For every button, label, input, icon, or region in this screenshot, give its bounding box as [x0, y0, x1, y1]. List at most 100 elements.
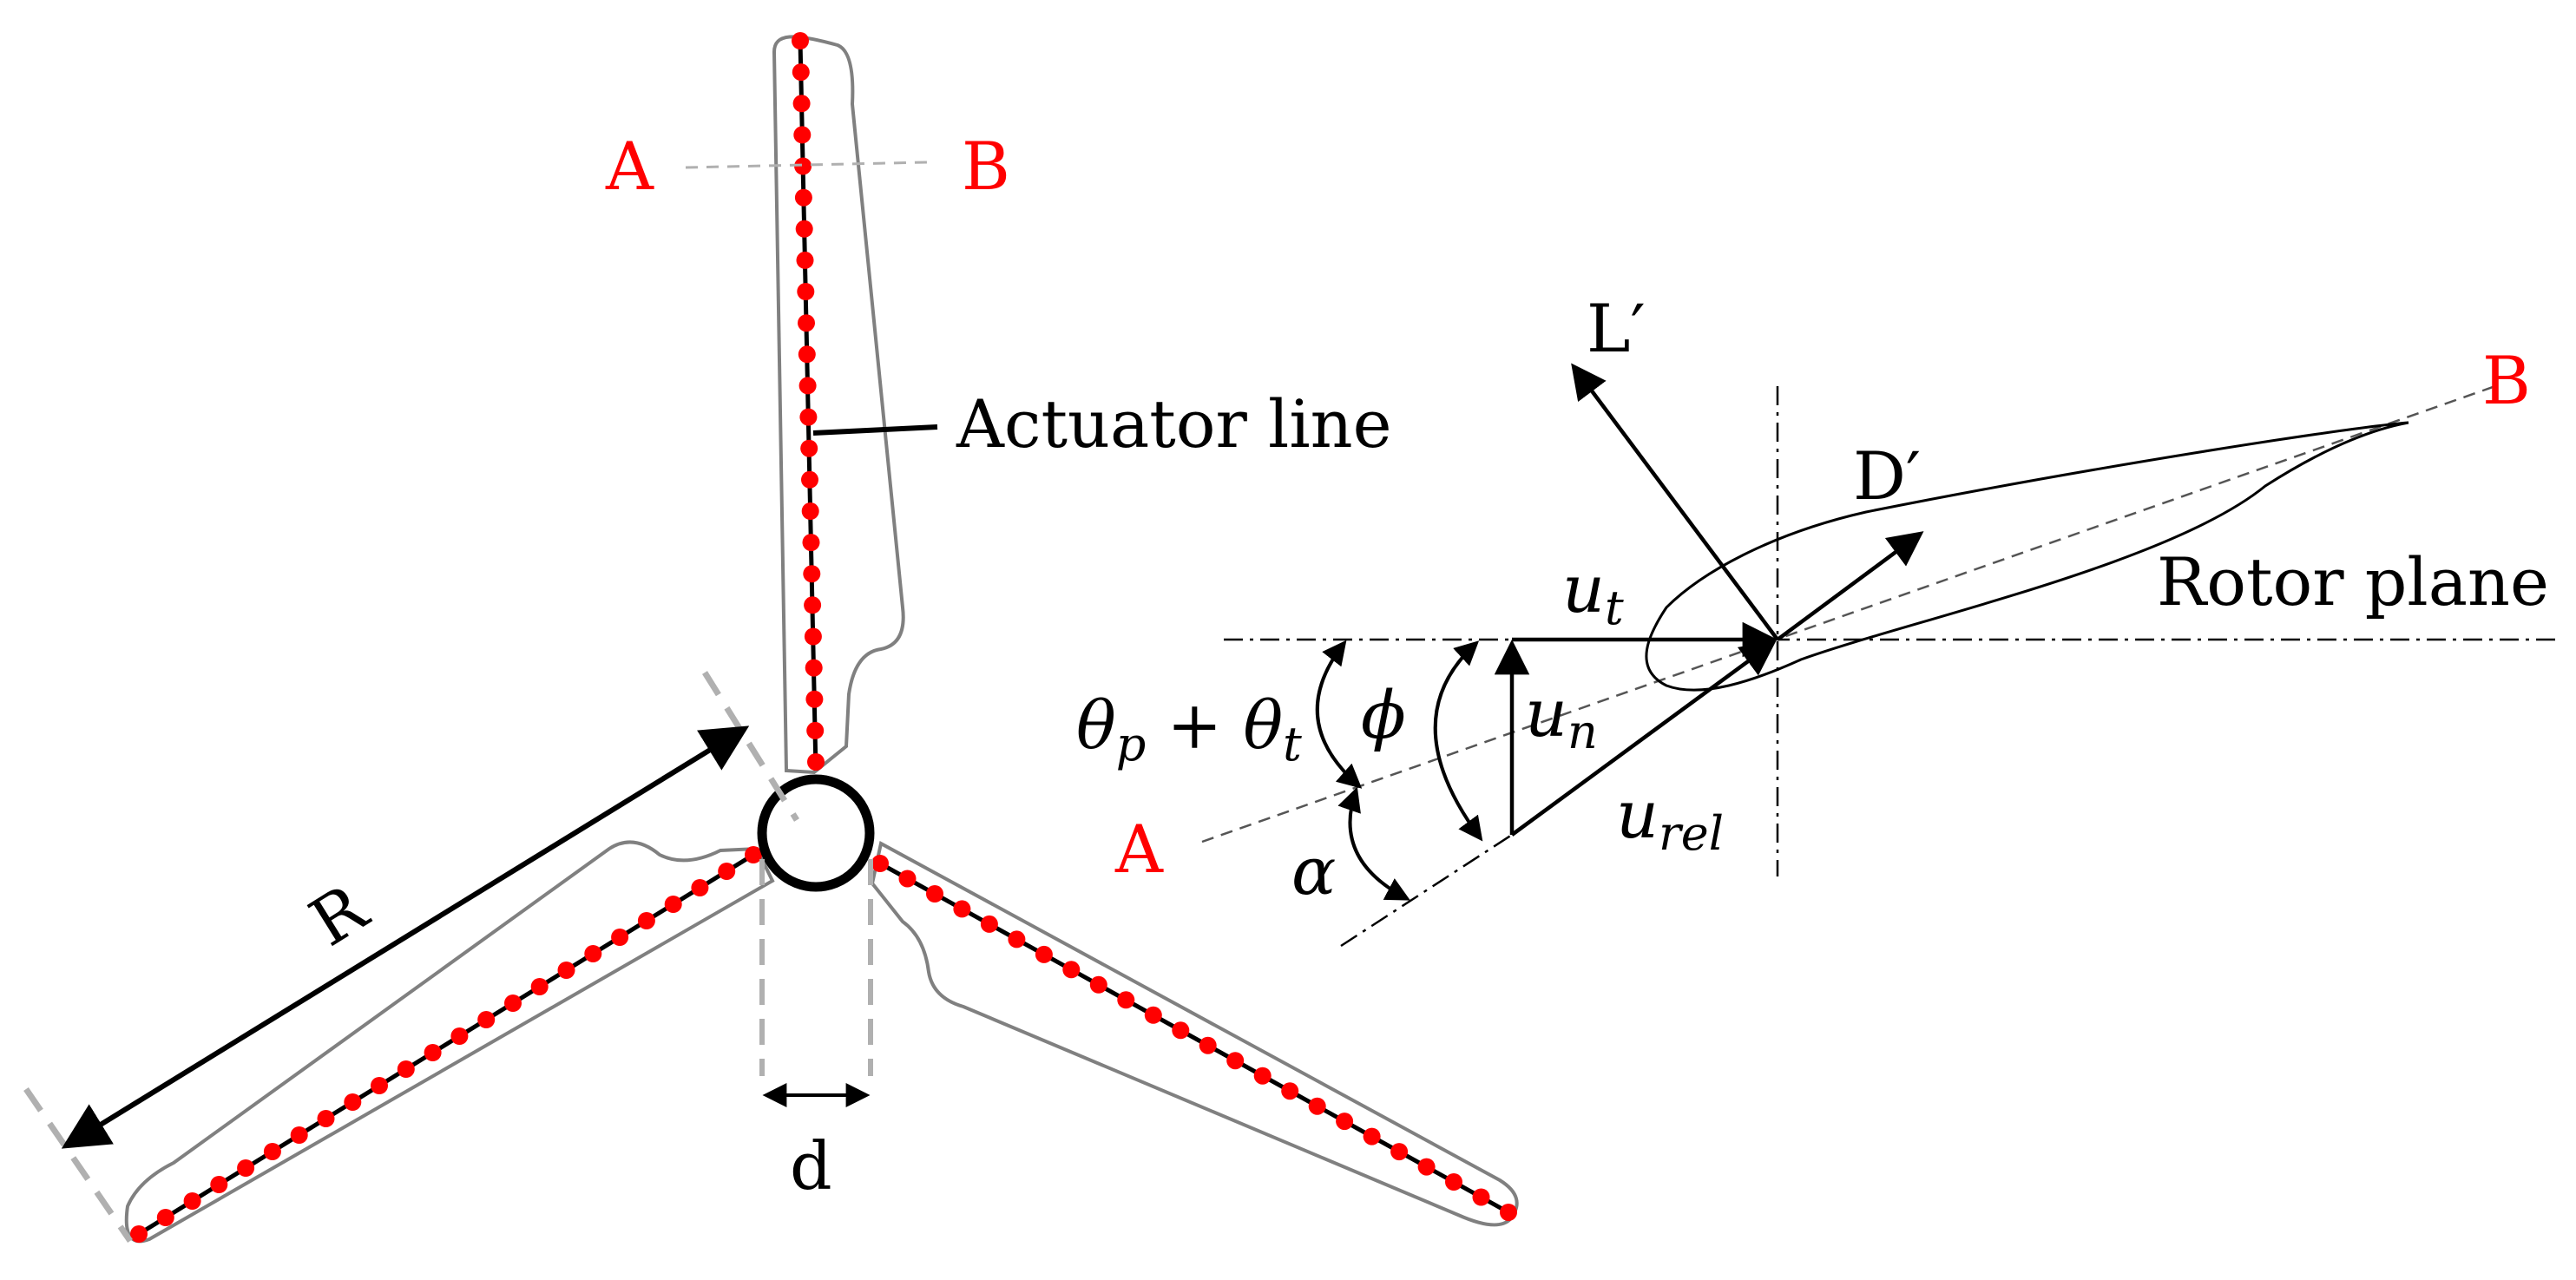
actuator-points-top	[792, 32, 825, 771]
actuator-point	[397, 1060, 415, 1078]
actuator-points-right	[871, 855, 1517, 1221]
radius-extension-hub	[702, 671, 799, 822]
actuator-point	[792, 95, 811, 113]
actuator-point	[1199, 1036, 1217, 1054]
actuator-point	[1500, 1204, 1517, 1221]
actuator-point	[156, 1209, 174, 1226]
hub-diameter-label: d	[790, 1127, 832, 1205]
actuator-point	[1117, 991, 1135, 1009]
actuator-point	[793, 126, 812, 144]
actuator-point	[798, 377, 817, 395]
drag-arrow	[1776, 531, 1924, 641]
actuator-point	[344, 1093, 362, 1111]
actuator-point	[530, 978, 549, 995]
blade-outline-right	[870, 840, 1519, 1227]
alpha-label: α	[1291, 832, 1336, 909]
actuator-point	[317, 1110, 335, 1127]
actuator-point	[802, 534, 820, 552]
section-label-b: B	[2482, 342, 2531, 419]
actuator-point	[1390, 1143, 1409, 1161]
actuator-point	[871, 855, 889, 872]
actuator-point	[237, 1159, 255, 1177]
actuator-point	[1308, 1097, 1326, 1115]
actuator-point	[792, 32, 809, 49]
actuator-point	[183, 1192, 201, 1210]
actuator-point	[1445, 1173, 1462, 1191]
actuator-point	[1008, 930, 1026, 949]
actuator-point	[1281, 1082, 1299, 1100]
pitch-twist-arc	[1315, 640, 1363, 789]
actuator-point	[1089, 975, 1107, 994]
phi-label: ϕ	[1361, 676, 1406, 753]
u-t-label: ut	[1562, 550, 1624, 635]
actuator-point	[804, 627, 822, 646]
actuator-point	[803, 565, 821, 583]
actuator-point	[1336, 1113, 1354, 1131]
airfoil-section: Rotor plane A B L′ D′ ut un urel ϕ θp + …	[1076, 290, 2556, 948]
actuator-line-label: Actuator line	[956, 385, 1392, 463]
actuator-point	[798, 314, 815, 332]
actuator-point	[504, 994, 522, 1012]
u-rel-label: urel	[1616, 776, 1724, 861]
actuator-point	[797, 283, 815, 300]
rotor-plane-label: Rotor plane	[2157, 543, 2549, 620]
actuator-point	[450, 1027, 469, 1045]
section-label-a-top: A	[605, 128, 654, 205]
blade-outline-top	[772, 35, 905, 775]
lift-arrow	[1571, 363, 1779, 641]
drag-label: D′	[1853, 437, 1921, 515]
actuator-line-pointer	[812, 424, 938, 436]
inflow-direction-line	[1340, 833, 1513, 948]
chord-line	[1201, 384, 2496, 843]
actuator-point	[805, 690, 824, 708]
actuator-point	[804, 596, 822, 614]
actuator-point	[807, 753, 825, 771]
actuator-point	[1226, 1052, 1245, 1070]
actuator-point	[953, 900, 971, 918]
actuator-point	[794, 157, 812, 175]
section-label-a: A	[1114, 811, 1164, 888]
actuator-point	[1363, 1127, 1381, 1145]
u-n-label: un	[1525, 674, 1598, 759]
alpha-arc	[1337, 786, 1410, 901]
lift-label: L′	[1587, 290, 1646, 367]
actuator-point	[795, 220, 813, 238]
radius-arrow	[61, 725, 750, 1149]
actuator-point	[801, 470, 818, 489]
radius-extension-tip	[23, 1087, 133, 1243]
u-rel-arrow	[1510, 640, 1777, 837]
actuator-point	[371, 1077, 388, 1094]
actuator-point	[477, 1011, 496, 1028]
actuator-point	[796, 251, 814, 269]
actuator-line-right	[878, 861, 1510, 1215]
actuator-point	[263, 1143, 281, 1160]
actuator-point	[794, 188, 812, 207]
actuator-point	[792, 63, 810, 82]
actuator-point	[290, 1126, 308, 1144]
actuator-point	[1062, 961, 1081, 979]
actuator-point	[637, 912, 655, 929]
actuator-point	[584, 945, 602, 962]
actuator-point	[130, 1225, 148, 1243]
actuator-point	[898, 870, 917, 888]
actuator-point	[210, 1176, 228, 1193]
actuator-point	[424, 1044, 442, 1061]
actuator-point	[805, 659, 823, 677]
actuator-point	[718, 863, 736, 880]
airfoil-outline	[1645, 421, 2409, 692]
section-label-b-top: B	[962, 128, 1010, 205]
radius-label: R	[297, 868, 382, 961]
actuator-point	[557, 962, 575, 979]
actuator-point	[800, 439, 818, 457]
phi-arc	[1433, 640, 1483, 842]
actuator-point	[611, 929, 629, 946]
actuator-point	[1472, 1188, 1490, 1206]
hub	[757, 774, 875, 892]
pitch-twist-label: θp + θt	[1076, 686, 1302, 771]
actuator-point	[664, 896, 682, 913]
actuator-point	[1253, 1067, 1272, 1085]
actuator-point	[1172, 1021, 1190, 1040]
actuator-point	[801, 502, 819, 520]
actuator-point	[1417, 1158, 1436, 1176]
actuator-point	[691, 879, 709, 896]
